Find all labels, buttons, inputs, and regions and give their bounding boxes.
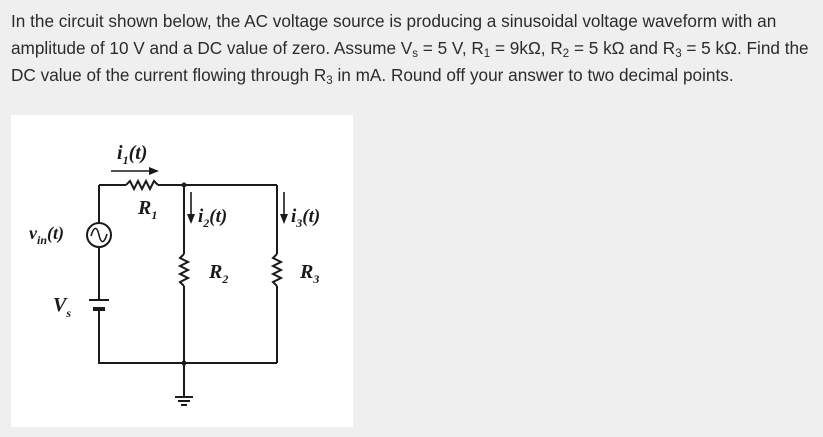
vin-label: vin(t) — [29, 223, 64, 247]
junction-bottom — [181, 360, 187, 366]
r3-subscript-2: 3 — [326, 75, 333, 87]
r2-resistor — [177, 253, 191, 287]
i3-arrowhead — [280, 214, 288, 224]
r1-resistor — [125, 178, 159, 192]
i3-label: i3(t) — [291, 206, 320, 230]
ground-symbol — [175, 396, 193, 406]
junction-top — [181, 182, 187, 188]
left-wire-bottom — [98, 309, 277, 364]
i1-label: i1(t) — [117, 142, 147, 167]
r2-subscript: 2 — [562, 48, 570, 60]
question-text: In the circuit shown below, the AC volta… — [11, 11, 809, 87]
r3-resistor — [270, 253, 284, 287]
r1-label: R1 — [137, 197, 157, 222]
i1-arrowhead — [149, 167, 159, 175]
vs-subscript: s — [412, 48, 419, 60]
r2-label: R2 — [208, 261, 228, 286]
i2-label: i2(t) — [198, 206, 227, 230]
r3-label: R3 — [299, 261, 319, 286]
r1-subscript: 1 — [483, 48, 491, 60]
circuit-figure: i1(t) R1 i2(t) i3(t) vin(t) R2 R3 Vs — [11, 115, 353, 427]
vs-label: Vs — [53, 294, 71, 320]
r3-subscript: 3 — [675, 48, 682, 60]
circuit-diagram: i1(t) R1 i2(t) i3(t) vin(t) R2 R3 Vs — [29, 142, 320, 406]
sine-icon — [90, 227, 108, 243]
i2-arrowhead — [187, 214, 195, 224]
